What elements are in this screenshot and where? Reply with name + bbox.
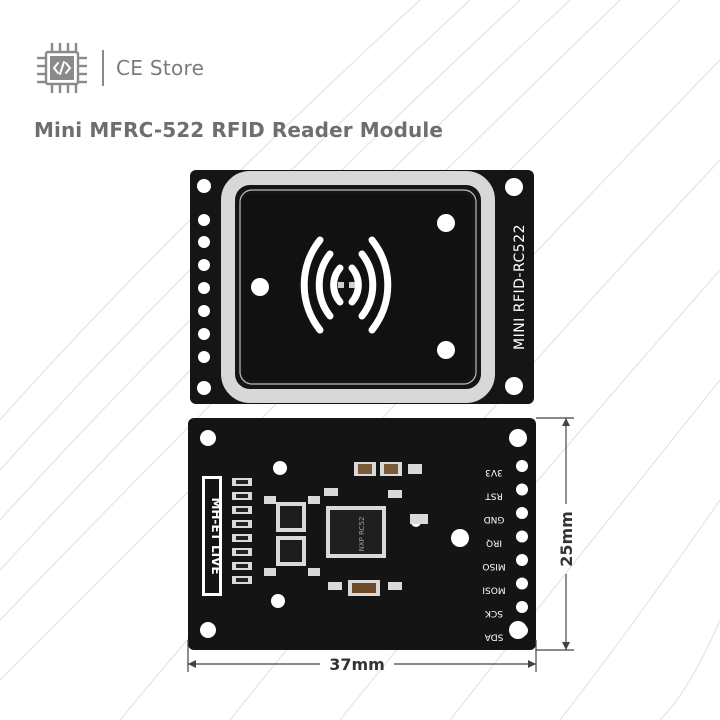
- front-board-photo: MINI RFID-RC522: [190, 170, 534, 404]
- smd-capacitors: [324, 462, 428, 524]
- mount-hole: [509, 429, 527, 447]
- pin-hole-miso: [516, 554, 528, 566]
- mount-hole: [505, 178, 523, 196]
- pin-label-miso: MISO: [482, 561, 505, 571]
- mount-hole: [437, 341, 455, 359]
- pin-hole-sck: [516, 601, 528, 613]
- mount-hole: [505, 377, 523, 395]
- antenna-coil: [221, 171, 495, 403]
- smd-resistors: [232, 478, 252, 584]
- pin-hole-rst: [516, 483, 528, 496]
- rc522-ic-chip: NXP RC52: [326, 506, 386, 558]
- pin-label-irq: IRQ: [486, 538, 502, 548]
- pin-hole-3v3: [516, 460, 528, 472]
- chip-marking: NXP RC52: [358, 517, 366, 552]
- brand-separator: [102, 50, 104, 86]
- pin-label-rst: RST: [485, 491, 503, 501]
- mount-hole: [200, 430, 216, 446]
- pin-label-3v3: 3V3: [485, 467, 503, 477]
- pin-hole-sda: [516, 624, 528, 637]
- pin-label-gnd: GND: [484, 514, 505, 524]
- mount-hole: [200, 622, 216, 638]
- rfid-wave-icon: [300, 236, 392, 334]
- front-board-label: MINI RFID-RC522: [512, 224, 528, 350]
- pin-label-sck: SCK: [484, 608, 503, 618]
- pin-label-mosi: MOSI: [482, 585, 505, 595]
- brand-header: CE Store: [34, 40, 204, 96]
- back-brand-label: MH-ET LIVE: [209, 497, 223, 574]
- pin-hole-irq: [516, 530, 528, 543]
- mount-hole: [251, 278, 269, 296]
- inductors: [264, 496, 320, 576]
- product-title: Mini MFRC-522 RFID Reader Module: [34, 118, 443, 142]
- pin-hole-mosi: [516, 577, 528, 590]
- pin-label-sda: SDA: [484, 632, 503, 642]
- chip-code-icon: [37, 43, 87, 93]
- pin-hole-gnd: [516, 507, 528, 519]
- front-header-pins: [197, 179, 211, 395]
- brand-name: CE Store: [116, 56, 205, 80]
- mount-hole: [437, 214, 455, 232]
- crystal-oscillator: [348, 580, 380, 596]
